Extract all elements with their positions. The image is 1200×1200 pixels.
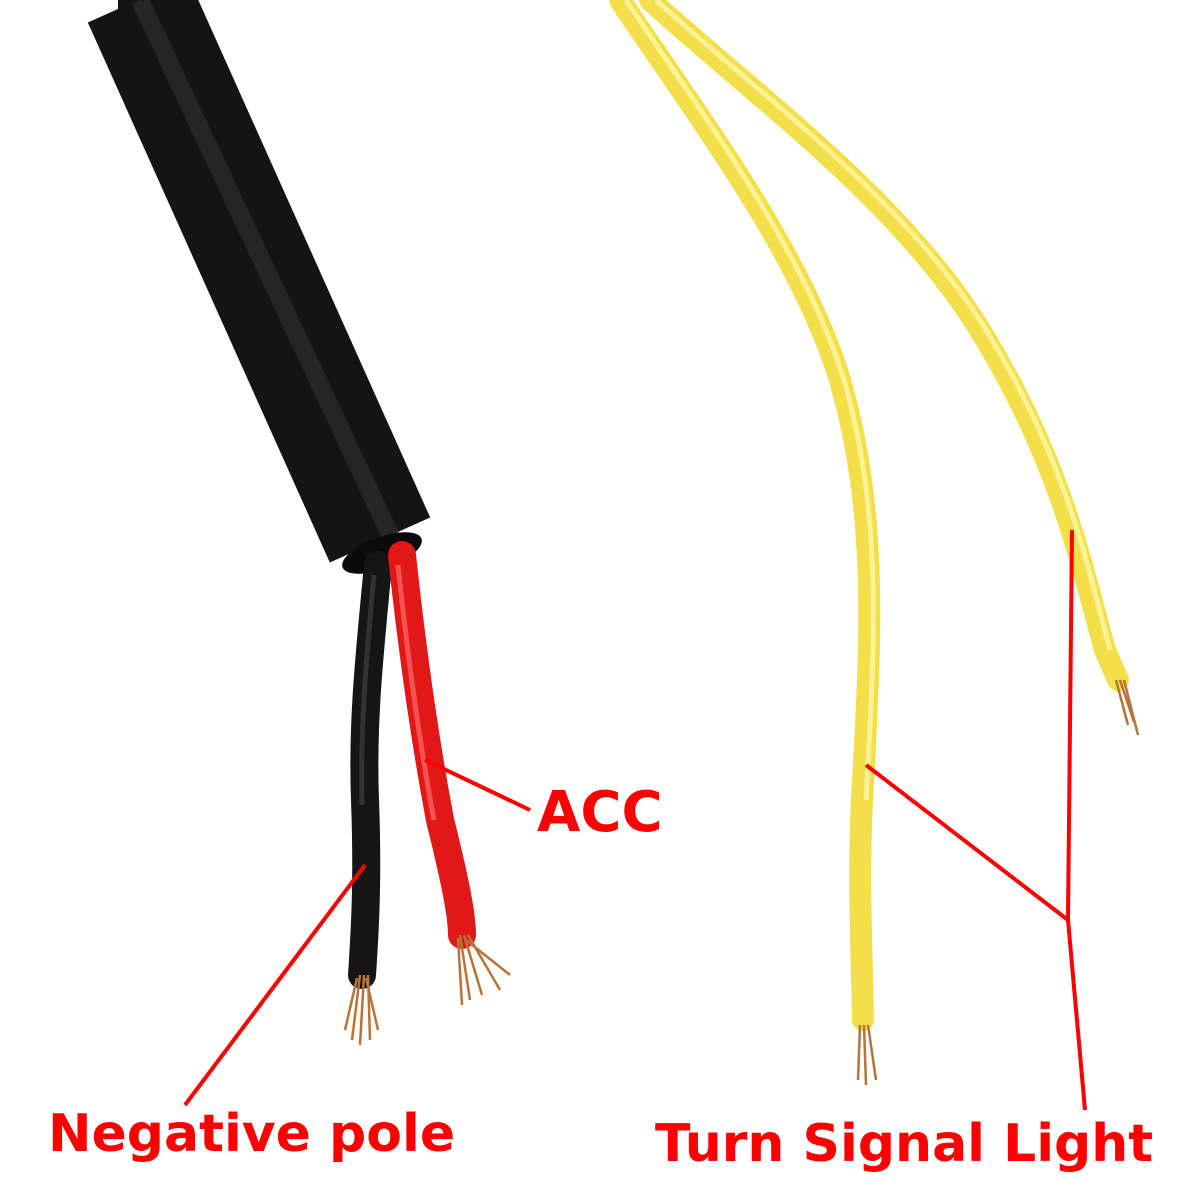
pointer-turn-down — [1066, 919, 1087, 1111]
pointer-lines — [183, 529, 1087, 1111]
copper-strands-red — [456, 934, 511, 1006]
red-wire — [388, 541, 511, 1006]
copper-strands-yellow-left — [856, 1024, 878, 1086]
black-wire — [343, 551, 392, 1046]
yellow-wire-right — [639, 0, 1140, 736]
acc-label: ACC — [537, 780, 663, 845]
black-cable — [87, 0, 431, 574]
turn-signal-light-label: Turn Signal Light — [655, 1114, 1154, 1174]
copper-strands-black — [343, 974, 380, 1046]
pointer-turn-right — [1066, 529, 1074, 921]
copper-strands-yellow-right — [1114, 679, 1140, 736]
pointer-turn-left — [864, 763, 1070, 922]
pointer-acc — [424, 758, 531, 812]
negative-pole-label: Negative pole — [48, 1104, 456, 1164]
yellow-wire-left — [609, 0, 881, 1086]
pointer-negative-pole — [183, 863, 367, 1107]
